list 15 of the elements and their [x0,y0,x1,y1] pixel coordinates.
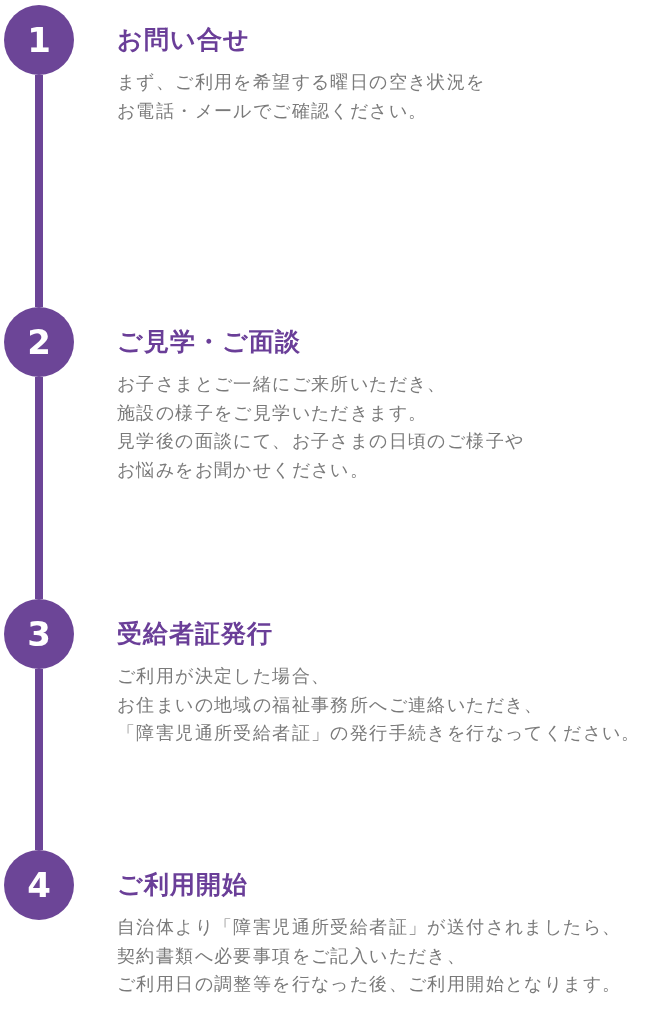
step-description: お子さまとご一緒にご来所いただき、施設の様子をご見学いただきます。見学後の面談にて、お子さまの日頃のご様子やお悩みをお聞かせください。 [117,373,525,482]
connector-line [35,377,43,599]
step-heading: 受給者証発行 [117,618,273,650]
step-heading: お問い合せ [117,24,250,56]
step-circle: 4 [4,850,74,920]
step-description: 自治体より「障害児通所受給者証」が送付されましたら、契約書類へ必要事項をご記入いただき、ご利用日の調整等を行なった後、ご利用開始となります。 [117,916,622,996]
step-circle: 2 [4,307,74,377]
step-heading: ご見学・ご面談 [117,326,301,358]
step-heading: ご利用開始 [117,869,248,901]
connector-line [35,669,43,850]
step-description: まず、ご利用を希望する曜日の空き状況をお電話・メールでご確認ください。 [117,71,486,123]
connector-line [35,75,43,307]
step-circle: 3 [4,599,74,669]
step-circle: 1 [4,5,74,75]
step-description: ご利用が決定した場合、お住まいの地域の福祉事務所へご連絡いただき、「障害児通所受給者証」の発行手続きを行なってください。 [117,665,641,745]
